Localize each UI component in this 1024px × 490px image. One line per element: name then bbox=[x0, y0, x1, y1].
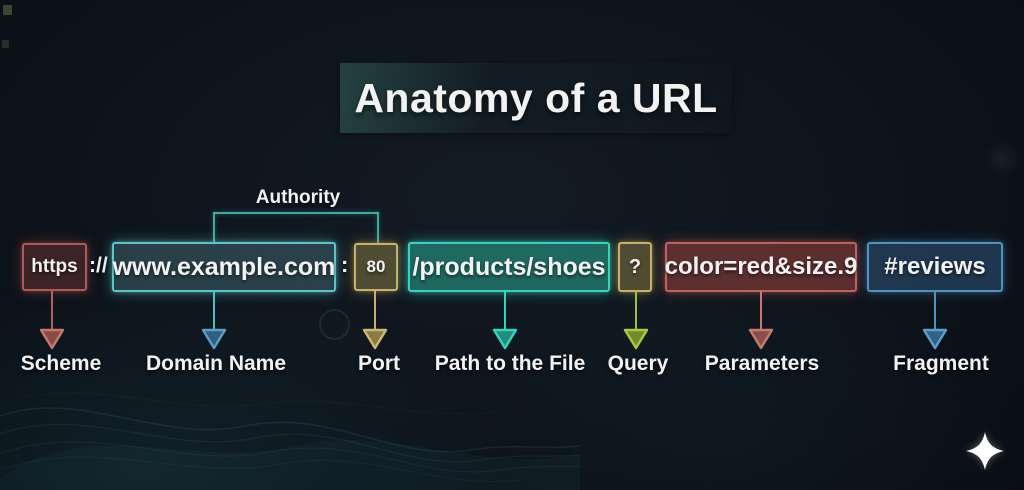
port-label: Port bbox=[358, 352, 400, 375]
scheme-arrow-line bbox=[51, 291, 53, 330]
sparkle-icon bbox=[966, 432, 1004, 470]
domain-arrow-icon bbox=[201, 328, 227, 350]
artifact-square bbox=[2, 40, 9, 48]
url-segment-path: /products/shoes bbox=[408, 242, 610, 292]
page-title: Anatomy of a URL bbox=[354, 75, 718, 121]
scheme-arrow-icon bbox=[39, 328, 65, 350]
path-label: Path to the File bbox=[434, 352, 586, 375]
url-segment-port: 80 bbox=[354, 243, 398, 291]
path-arrow-line bbox=[504, 291, 506, 330]
query-label: Query bbox=[607, 352, 669, 375]
url-segment-query: ? bbox=[618, 242, 652, 292]
port-separator: : bbox=[341, 252, 349, 277]
fragment-label: Fragment bbox=[893, 352, 989, 375]
path-arrow-icon bbox=[492, 328, 518, 350]
scheme-label: Scheme bbox=[20, 352, 102, 375]
url-segment-scheme-text: https bbox=[31, 256, 78, 277]
url-segment-scheme: https bbox=[22, 243, 87, 291]
scheme-separator: :// bbox=[89, 254, 108, 277]
authority-label: Authority bbox=[255, 187, 341, 208]
background-waves bbox=[0, 392, 580, 490]
authority-bracket-right bbox=[377, 212, 379, 243]
port-arrow-line bbox=[374, 291, 376, 330]
domain-label: Domain Name bbox=[145, 352, 287, 375]
artifact-square bbox=[3, 5, 12, 15]
url-segment-query-text: ? bbox=[628, 255, 642, 278]
fragment-arrow-icon bbox=[922, 328, 948, 350]
url-segment-parameters-text: color=red&size.9 bbox=[664, 253, 858, 280]
parameters-label: Parameters bbox=[704, 352, 820, 375]
authority-bracket-horizontal bbox=[213, 212, 379, 214]
title-highlight-rect: Anatomy of a URL bbox=[340, 63, 732, 133]
url-segment-fragment: #reviews bbox=[867, 242, 1003, 292]
authority-bracket-left bbox=[213, 212, 215, 243]
query-arrow-line bbox=[635, 291, 637, 330]
url-segment-path-text: /products/shoes bbox=[412, 252, 606, 281]
bokeh-circle bbox=[983, 140, 1021, 178]
url-segment-parameters: color=red&size.9 bbox=[665, 242, 857, 292]
url-segment-domain-text: www.example.com bbox=[112, 252, 336, 281]
parameters-arrow-line bbox=[760, 291, 762, 330]
url-segment-fragment-text: #reviews bbox=[884, 253, 986, 280]
domain-arrow-line bbox=[213, 291, 215, 330]
url-segment-port-text: 80 bbox=[366, 257, 386, 276]
query-arrow-icon bbox=[623, 328, 649, 350]
fragment-arrow-line bbox=[934, 291, 936, 330]
port-arrow-icon bbox=[362, 328, 388, 350]
parameters-arrow-icon bbox=[748, 328, 774, 350]
url-segment-domain: www.example.com bbox=[112, 242, 336, 292]
bokeh-circle bbox=[319, 309, 350, 340]
